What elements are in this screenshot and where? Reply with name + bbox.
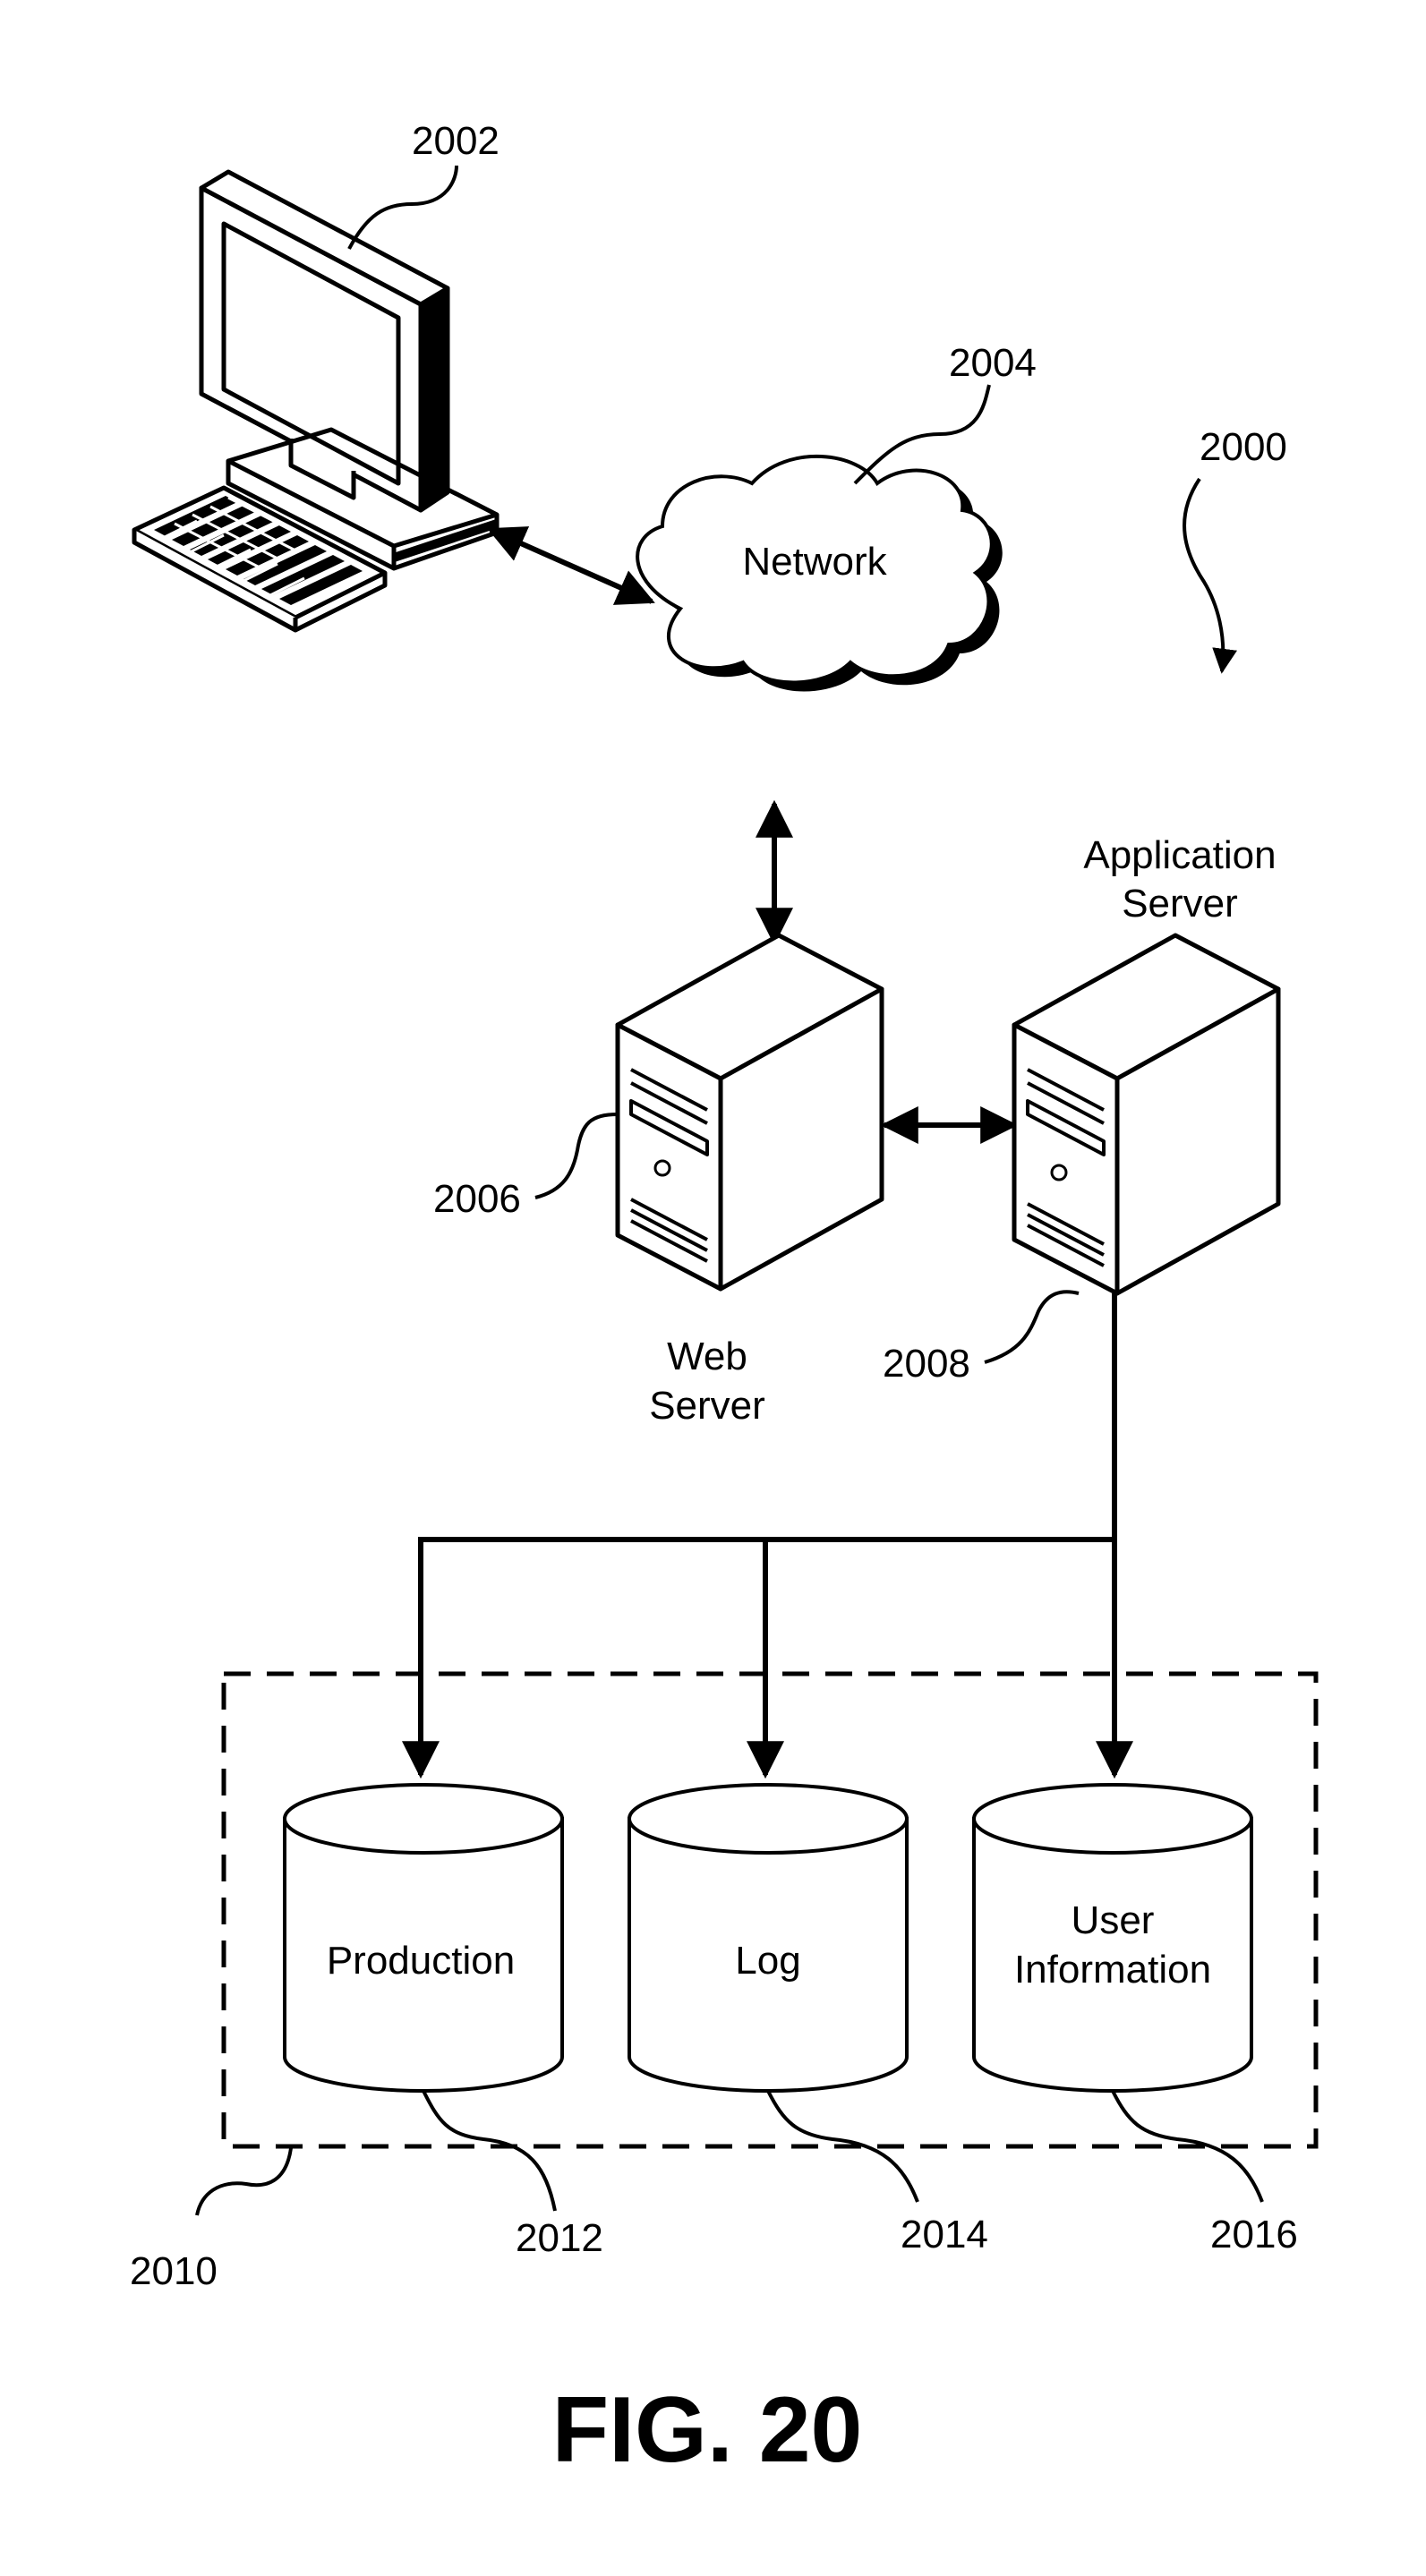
database-cylinder-icon <box>285 1785 562 2091</box>
production-ref: 2012 <box>516 2216 603 2260</box>
edge-computer-network <box>491 530 652 601</box>
user-info-ref: 2016 <box>1210 2213 1298 2256</box>
computer-node <box>134 172 497 630</box>
data-store-ref: 2010 <box>130 2148 291 2293</box>
log-ref: 2014 <box>901 2213 988 2256</box>
web-server-label-line2: Server <box>649 1384 765 1428</box>
svg-text:2008: 2008 <box>883 1342 970 1386</box>
desktop-computer-icon <box>134 172 497 630</box>
network-label: Network <box>742 540 887 584</box>
svg-text:2006: 2006 <box>433 1177 521 1221</box>
svg-text:2000: 2000 <box>1200 425 1287 469</box>
log-label: Log <box>735 1939 800 1983</box>
app-server-ref: 2008 <box>883 1292 1079 1386</box>
figure-label: FIG. 20 <box>552 2378 863 2482</box>
app-server-label-line1: Application <box>1083 833 1276 877</box>
computer-ref: 2002 <box>349 119 500 249</box>
network-ref: 2004 <box>855 341 1037 483</box>
production-label: Production <box>327 1939 515 1983</box>
web-server-label-line1: Web <box>667 1335 747 1378</box>
server-tower-icon <box>1014 935 1278 1293</box>
svg-text:2010: 2010 <box>130 2249 218 2293</box>
svg-text:2004: 2004 <box>949 341 1037 385</box>
server-tower-icon <box>618 935 882 1289</box>
web-server-node <box>618 935 882 1289</box>
web-server-ref: 2006 <box>433 1114 618 1221</box>
app-server-node <box>1014 935 1278 1293</box>
log-db: Log 2014 <box>629 1785 988 2256</box>
user-info-db: User Information 2016 <box>974 1785 1298 2256</box>
database-cylinder-icon <box>629 1785 907 2091</box>
app-server-label-line2: Server <box>1122 882 1238 925</box>
production-db: Production 2012 <box>285 1785 603 2260</box>
network-node: Network <box>637 456 1003 692</box>
edge-appserver-databases <box>421 1293 1114 1775</box>
system-ref: 2000 <box>1184 425 1287 671</box>
svg-text:2002: 2002 <box>412 119 500 163</box>
user-info-label-line1: User <box>1072 1898 1155 1942</box>
user-info-label-line2: Information <box>1014 1948 1211 1992</box>
